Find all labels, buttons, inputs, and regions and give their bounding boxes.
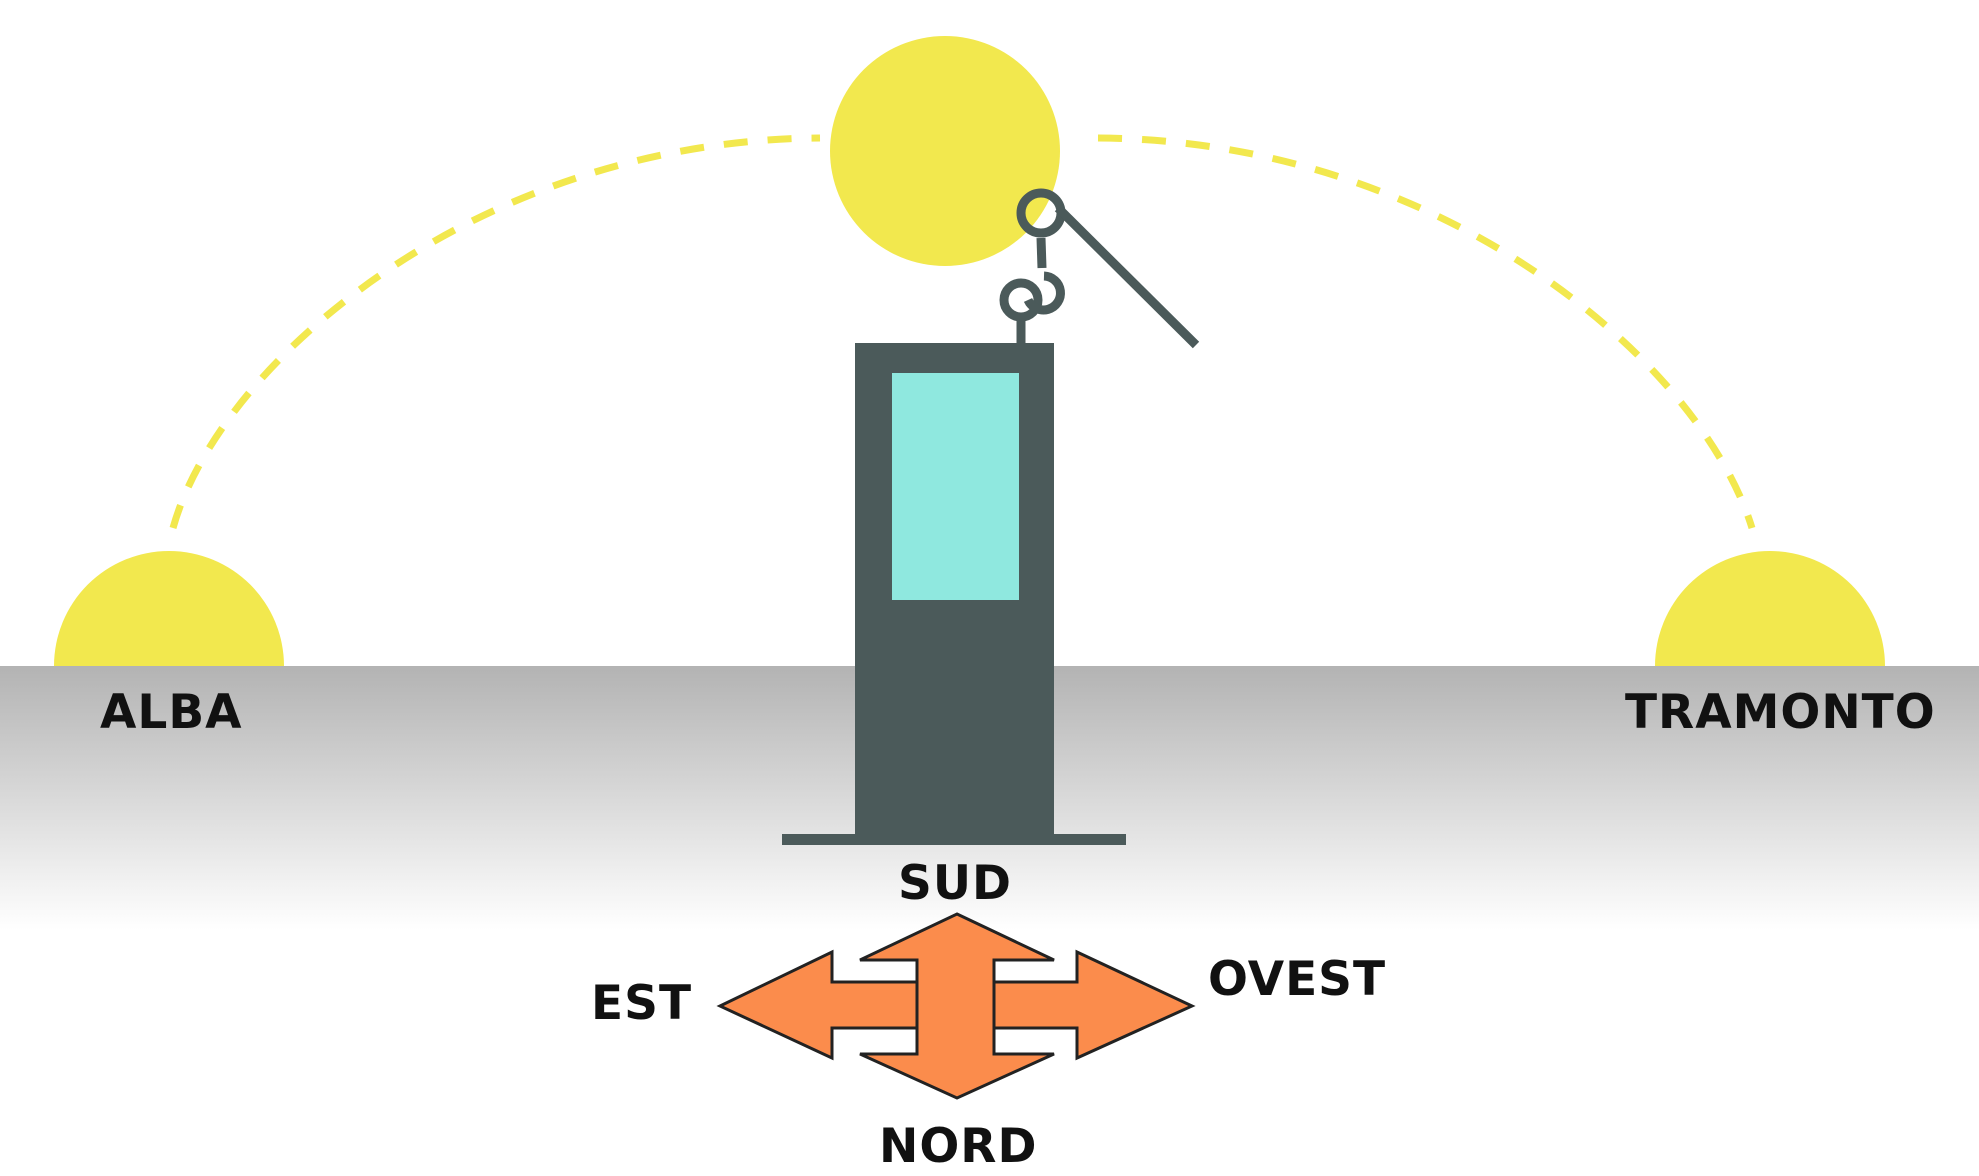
- label-dawn: ALBA: [100, 685, 243, 740]
- arrow-west: [992, 949, 1196, 1061]
- sun-path-arc: [169, 134, 821, 529]
- arrow-south-north: [859, 912, 1055, 1100]
- label-south: SUD: [898, 856, 1012, 911]
- tracker-base: [782, 834, 1126, 845]
- noon-sun-icon: [830, 36, 1060, 266]
- compass-arrows-icon: [716, 912, 1196, 1100]
- sunset-sun-icon: [1655, 551, 1885, 666]
- solar-tracker-icon: [782, 188, 1200, 845]
- tracker-screen: [892, 373, 1019, 600]
- label-sunset: TRAMONTO: [1625, 685, 1936, 740]
- label-west: OVEST: [1208, 952, 1386, 1007]
- label-north: NORD: [879, 1119, 1038, 1174]
- arrow-east: [716, 949, 919, 1061]
- sun-path-arc-right: [1097, 134, 1756, 530]
- label-east: EST: [591, 976, 692, 1031]
- tracker-arm: [1054, 204, 1200, 349]
- arm-joint-lower: [999, 278, 1043, 322]
- dawn-sun-icon: [54, 551, 284, 666]
